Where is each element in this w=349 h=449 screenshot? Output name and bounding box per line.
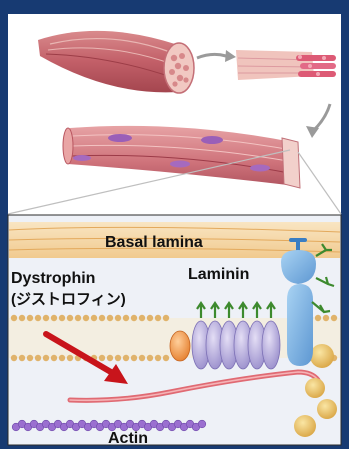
label-basal-lamina: Basal lamina — [105, 234, 203, 251]
syntrophin-globule — [317, 399, 337, 419]
label-laminin: Laminin — [188, 266, 249, 283]
syntrophin-globule — [305, 378, 325, 398]
label-dystrophin-japanese: (ジストロフィン) — [11, 291, 126, 308]
dystrobrevin-globule — [294, 415, 316, 437]
label-dystrophin: Dystrophin — [11, 270, 95, 287]
sarcoglycan-globule — [310, 344, 334, 368]
orange-membrane-protein — [170, 331, 190, 361]
label-actin: Actin — [108, 430, 148, 447]
